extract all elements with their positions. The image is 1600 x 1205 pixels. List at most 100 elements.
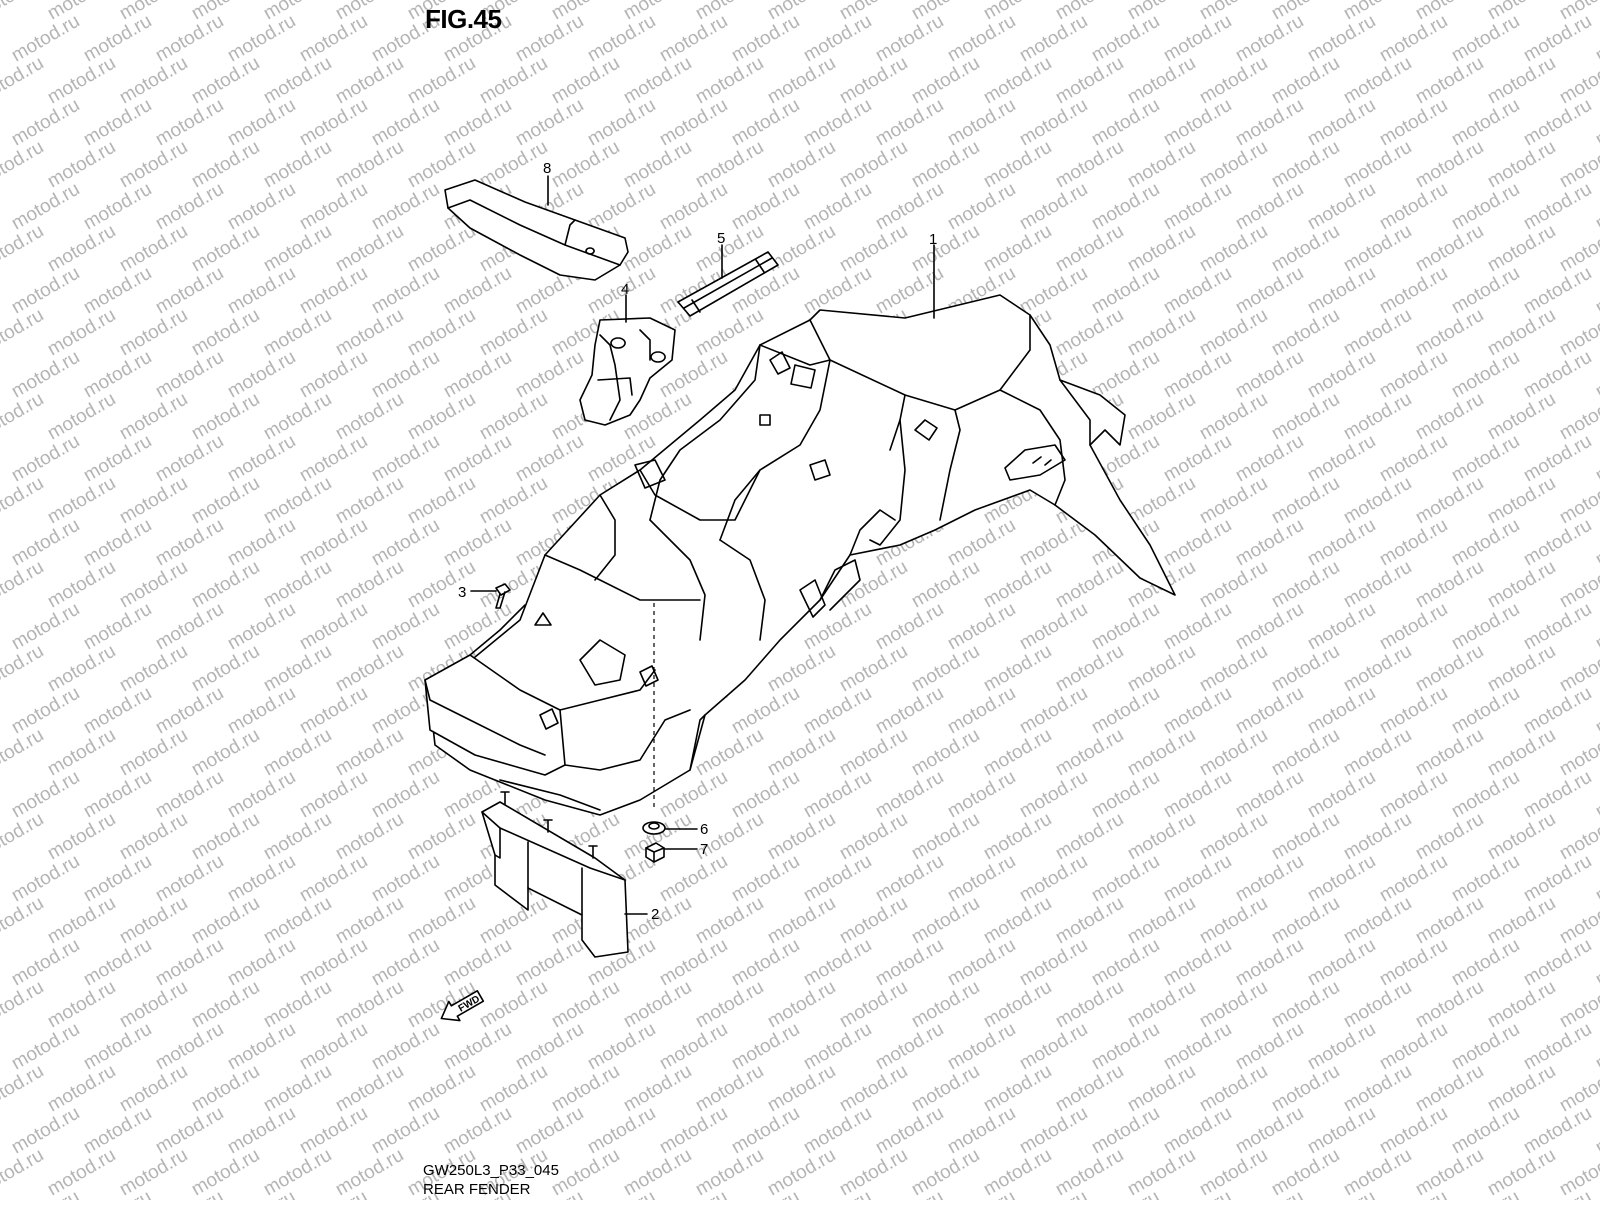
watermark-text: motod.ru: [1268, 1061, 1343, 1117]
watermark-text: motod.ru: [8, 515, 83, 571]
watermark-text: motod.ru: [548, 53, 623, 109]
watermark-text: motod.ru: [548, 137, 623, 193]
watermark-text: motod.ru: [224, 851, 299, 907]
watermark-text: motod.ru: [188, 1145, 263, 1200]
watermark-text: motod.ru: [1448, 431, 1523, 487]
watermark-text: motod.ru: [152, 1187, 227, 1200]
watermark-text: motod.ru: [224, 95, 299, 151]
watermark-text: motod.ru: [0, 1061, 47, 1117]
watermark-text: motod.ru: [44, 641, 119, 697]
watermark-text: motod.ru: [944, 1187, 1019, 1200]
watermark-text: motod.ru: [44, 1061, 119, 1117]
watermark-text: motod.ru: [80, 935, 155, 991]
watermark-text: motod.ru: [656, 95, 731, 151]
watermark-text: motod.ru: [1592, 851, 1600, 907]
watermark-text: motod.ru: [1340, 893, 1415, 949]
watermark-text: motod.ru: [296, 935, 371, 991]
callout-1: 1: [929, 231, 937, 248]
watermark-text: motod.ru: [1124, 1145, 1199, 1200]
watermark-text: motod.ru: [1304, 95, 1379, 151]
watermark-text: motod.ru: [1376, 1187, 1451, 1200]
watermark-text: motod.ru: [116, 137, 191, 193]
watermark-text: motod.ru: [404, 53, 479, 109]
watermark-text: motod.ru: [1160, 515, 1235, 571]
watermark-text: motod.ru: [1016, 11, 1091, 67]
watermark-text: motod.ru: [44, 473, 119, 529]
watermark-text: motod.ru: [332, 137, 407, 193]
watermark-text: motod.ru: [8, 1187, 83, 1200]
watermark-text: motod.ru: [1196, 809, 1271, 865]
watermark-text: motod.ru: [8, 11, 83, 67]
watermark-text: motod.ru: [1160, 683, 1235, 739]
watermark-text: motod.ru: [1304, 1187, 1379, 1200]
watermark-text: motod.ru: [440, 263, 515, 319]
watermark-text: motod.ru: [1232, 1019, 1307, 1075]
watermark-text: motod.ru: [80, 179, 155, 235]
watermark-text: motod.ru: [1232, 515, 1307, 571]
watermark-text: motod.ru: [800, 935, 875, 991]
watermark-text: motod.ru: [656, 1187, 731, 1200]
watermark-text: motod.ru: [260, 725, 335, 781]
watermark-text: motod.ru: [1196, 137, 1271, 193]
watermark-text: motod.ru: [800, 851, 875, 907]
watermark-text: motod.ru: [188, 53, 263, 109]
watermark-text: motod.ru: [368, 767, 443, 823]
watermark-text: motod.ru: [1232, 935, 1307, 991]
watermark-text: motod.ru: [8, 599, 83, 655]
watermark-text: motod.ru: [152, 263, 227, 319]
watermark-text: motod.ru: [908, 809, 983, 865]
watermark-text: motod.ru: [764, 977, 839, 1033]
watermark-text: motod.ru: [512, 431, 587, 487]
watermark-text: motod.ru: [1160, 1019, 1235, 1075]
part-5-strap: [677, 251, 779, 317]
watermark-text: motod.ru: [260, 641, 335, 697]
watermark-text: motod.ru: [116, 725, 191, 781]
watermark-text: motod.ru: [1124, 893, 1199, 949]
watermark-text: motod.ru: [8, 179, 83, 235]
watermark-text: motod.ru: [1016, 179, 1091, 235]
watermark-text: motod.ru: [1484, 473, 1559, 529]
watermark-text: motod.ru: [1196, 53, 1271, 109]
watermark-text: motod.ru: [1340, 53, 1415, 109]
watermark-text: motod.ru: [152, 1019, 227, 1075]
watermark-text: motod.ru: [1232, 347, 1307, 403]
watermark-text: motod.ru: [80, 683, 155, 739]
watermark-text: motod.ru: [440, 1019, 515, 1075]
watermark-text: motod.ru: [368, 1019, 443, 1075]
watermark-text: motod.ru: [1304, 767, 1379, 823]
watermark-text: motod.ru: [1520, 347, 1595, 403]
figure-title: FIG.45: [425, 4, 502, 34]
watermark-text: motod.ru: [728, 767, 803, 823]
watermark-text: motod.ru: [584, 1187, 659, 1200]
watermark-text: motod.ru: [8, 1019, 83, 1075]
watermark-text: motod.ru: [224, 1187, 299, 1200]
watermark-text: motod.ru: [476, 473, 551, 529]
watermark-text: motod.ru: [44, 809, 119, 865]
watermark-text: motod.ru: [1448, 935, 1523, 991]
watermark-text: motod.ru: [548, 1145, 623, 1200]
watermark-text: motod.ru: [1520, 767, 1595, 823]
watermark-text: motod.ru: [980, 893, 1055, 949]
watermark-text: motod.ru: [8, 767, 83, 823]
watermark-text: motod.ru: [728, 1187, 803, 1200]
watermark-text: motod.ru: [1160, 11, 1235, 67]
watermark-text: motod.ru: [1232, 599, 1307, 655]
watermark-text: motod.ru: [584, 179, 659, 235]
watermark-text: motod.ru: [1448, 515, 1523, 571]
watermark-text: motod.ru: [908, 137, 983, 193]
watermark-text: motod.ru: [152, 935, 227, 991]
watermark-text: motod.ru: [332, 389, 407, 445]
watermark-text: motod.ru: [476, 977, 551, 1033]
watermark-text: motod.ru: [764, 221, 839, 277]
watermark-text: motod.ru: [1052, 1061, 1127, 1117]
watermark-text: motod.ru: [188, 725, 263, 781]
watermark-text: motod.ru: [1484, 1061, 1559, 1117]
watermark-text: motod.ru: [0, 473, 47, 529]
watermark-text: motod.ru: [908, 1145, 983, 1200]
watermark-text: motod.ru: [1088, 95, 1163, 151]
watermark-text: motod.ru: [512, 935, 587, 991]
watermark-text: motod.ru: [1448, 347, 1523, 403]
watermark-text: motod.ru: [1160, 179, 1235, 235]
